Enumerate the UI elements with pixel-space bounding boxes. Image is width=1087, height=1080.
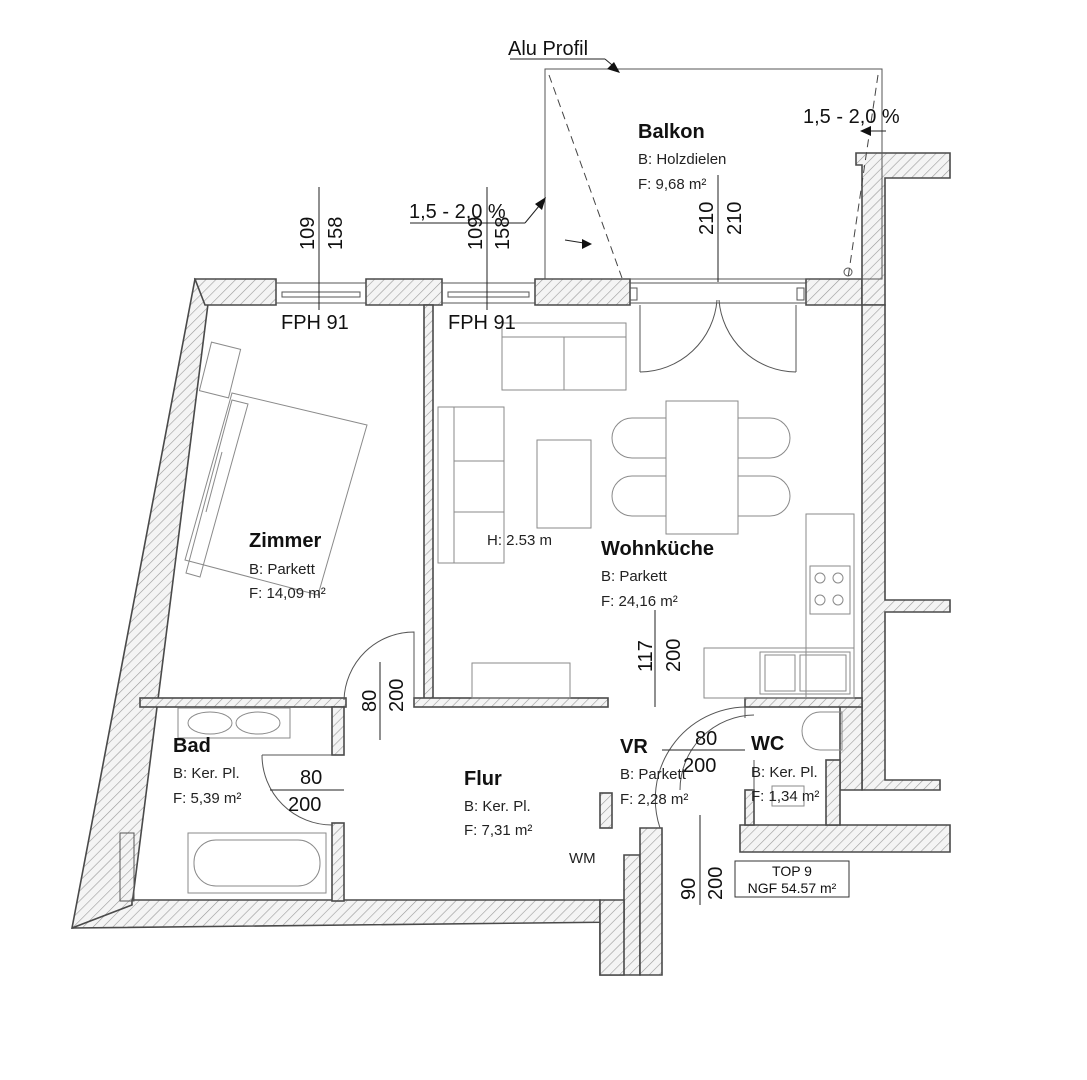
room-area-bad: F: 5,39 m² [173,790,241,807]
label-slope-left: 1,5 - 2,0 % [409,201,506,223]
stamp-ngf: NGF 54.57 m² [748,880,837,896]
label-ceiling-height: H: 2.53 m [487,532,552,549]
dim-window-mid-b: 158 [492,217,514,250]
doors [261,631,755,829]
window-mid [441,187,536,310]
room-floor-wc: B: Ker. Pl. [751,764,818,781]
dim-wohn-door-b: 200 [663,639,685,672]
room-area-zimmer: F: 14,09 m² [249,585,326,602]
dim-zimmer-door-b: 200 [386,679,408,712]
label-wm: WM [569,850,596,867]
dim-bad-door-b: 200 [288,794,321,816]
room-name-vr: VR [620,736,648,758]
dim-balkon-door-a: 210 [696,202,718,235]
bathroom-fixtures [119,707,327,902]
dim-window-mid-a: 109 [465,217,487,250]
room-area-balkon: F: 9,68 m² [638,176,706,193]
dim-zimmer-door-a: 80 [359,690,381,712]
interior-walls [139,304,863,902]
exterior-walls [71,152,951,976]
balcony [410,58,886,373]
dim-bad-door-a: 80 [300,767,322,789]
kitchen [703,513,855,699]
wc-fixtures [771,711,843,807]
label-window-left: FPH 91 [281,312,349,334]
room-name-zimmer: Zimmer [249,530,321,552]
dim-wc-door-b: 200 [683,755,716,777]
room-floor-flur: B: Ker. Pl. [464,798,531,815]
label-slope-balkon: 1,5 - 2,0 % [803,106,900,128]
room-name-bad: Bad [173,735,211,757]
room-name-balkon: Balkon [638,121,705,143]
room-area-wc: F: 1,34 m² [751,788,819,805]
room-name-wc: WC [751,733,784,755]
room-floor-wohnkueche: B: Parkett [601,568,668,585]
room-area-flur: F: 7,31 m² [464,822,532,839]
room-floor-balkon: B: Holzdielen [638,151,726,168]
room-area-wohnkueche: F: 24,16 m² [601,593,678,610]
room-area-vr: F: 2,28 m² [620,791,688,808]
room-name-flur: Flur [464,768,502,790]
living-furniture [437,322,791,699]
window-left [275,187,367,310]
dim-window-left-a: 109 [297,217,319,250]
dim-entry-door-a: 90 [678,878,700,900]
label-window-mid: FPH 91 [448,312,516,334]
room-floor-zimmer: B: Parkett [249,561,316,578]
room-floor-vr: B: Parkett [620,766,687,783]
dim-entry-door-b: 200 [705,867,727,900]
label-alu-profil: Alu Profil [508,38,588,60]
dim-wc-door-a: 80 [695,728,717,750]
stamp-top: TOP 9 [772,863,812,879]
bed [184,341,368,596]
dim-window-left-b: 158 [325,217,347,250]
top-stamp: TOP 9 NGF 54.57 m² [734,860,850,898]
dim-wohn-door-a: 117 [635,640,657,672]
room-floor-bad: B: Ker. Pl. [173,765,240,782]
room-name-wohnkueche: Wohnküche [601,538,714,560]
dim-balkon-door-b: 210 [724,202,746,235]
